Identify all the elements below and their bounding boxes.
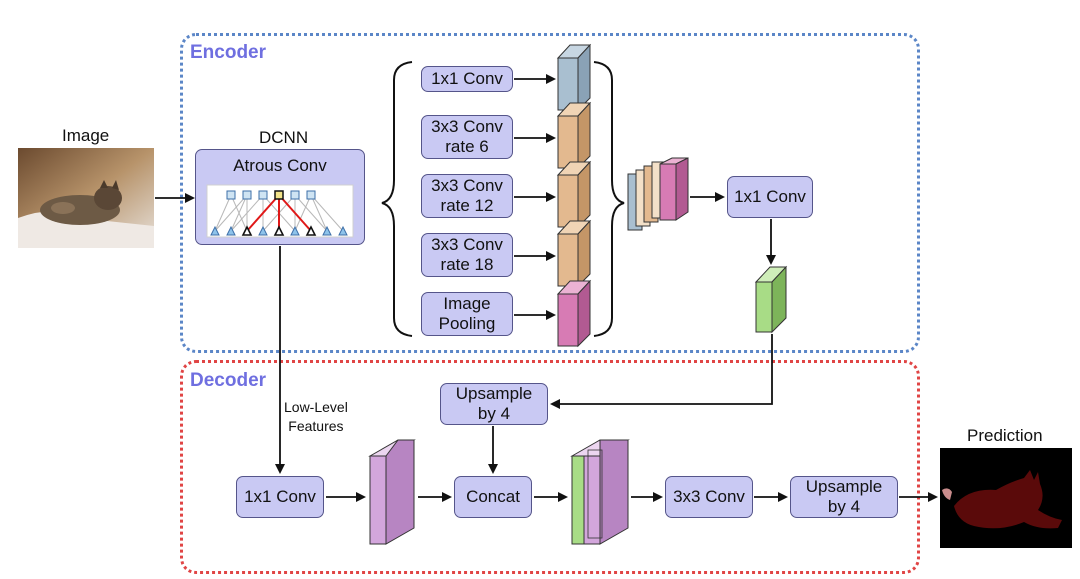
encoder-output-slab	[754, 265, 788, 334]
input-image	[18, 148, 154, 248]
decoder-title: Decoder	[190, 370, 267, 391]
branch-image-pooling: Image Pooling	[421, 292, 513, 336]
low-level-line2: Features	[288, 418, 344, 434]
atrous-conv-label: Atrous Conv	[233, 156, 327, 175]
dcnn-label: DCNN	[259, 128, 309, 147]
branch-1x1-conv: 1x1 Conv	[421, 66, 513, 92]
decoder-3x3-conv: 3x3 Conv	[665, 476, 753, 518]
branch-rate6-line2: rate 6	[445, 137, 489, 156]
branch-3x3-conv-rate6: 3x3 Conv rate 6	[421, 115, 513, 159]
branch-slab-pooling	[556, 279, 592, 348]
encoder-region	[180, 33, 920, 353]
decoder-region	[180, 360, 920, 574]
low-level-line1: Low-Level	[284, 399, 348, 415]
branch-rate6-line1: 3x3 Conv	[431, 117, 503, 136]
branch-slab-1x1	[556, 43, 592, 112]
branch-slab-rate6	[556, 101, 592, 170]
decoder-upsample-final-line1: Upsample	[805, 477, 883, 496]
branch-slab-rate12	[556, 160, 592, 229]
decoder-concat-slab	[570, 439, 630, 545]
decoder-1x1-conv: 1x1 Conv	[236, 476, 324, 518]
decoder-1x1-conv-label: 1x1 Conv	[244, 487, 316, 506]
decoder-3x3-conv-label: 3x3 Conv	[673, 487, 745, 506]
branch-1x1-conv-label: 1x1 Conv	[431, 69, 503, 88]
decoder-lowlevel-slab	[368, 439, 416, 545]
aspp-concat-stack	[627, 157, 689, 231]
decoder-upsample-line2: by 4	[477, 404, 511, 423]
branch-rate18-line1: 3x3 Conv	[431, 235, 503, 254]
branch-rate12-line1: 3x3 Conv	[431, 176, 503, 195]
encoder-title: Encoder	[190, 42, 267, 63]
arrow-green-to-upsample	[550, 334, 773, 409]
branch-pooling-line2: Pooling	[438, 314, 496, 333]
branch-pooling-line1: Image	[443, 294, 491, 313]
prediction-image	[940, 448, 1072, 548]
decoder-upsample-by4: Upsample by 4	[440, 383, 548, 425]
branch-rate12-line2: rate 12	[440, 196, 494, 215]
input-image-label: Image	[62, 126, 110, 145]
encoder-1x1-conv-label: 1x1 Conv	[734, 187, 806, 206]
low-level-features-label: Low-Level Features	[284, 398, 348, 436]
atrous-conv-kernel-icon	[206, 184, 354, 238]
decoder-upsample-line1: Upsample	[455, 384, 533, 403]
branch-3x3-conv-rate12: 3x3 Conv rate 12	[421, 174, 513, 218]
branch-3x3-conv-rate18: 3x3 Conv rate 18	[421, 233, 513, 277]
decoder-upsample-final: Upsample by 4	[790, 476, 898, 518]
decoder-concat: Concat	[454, 476, 532, 518]
prediction-label: Prediction	[967, 426, 1043, 445]
branch-rate18-line2: rate 18	[440, 255, 494, 274]
branch-slab-rate18	[556, 219, 592, 288]
decoder-upsample-final-line2: by 4	[827, 497, 861, 516]
decoder-concat-label: Concat	[466, 487, 520, 506]
encoder-1x1-conv: 1x1 Conv	[727, 176, 813, 218]
